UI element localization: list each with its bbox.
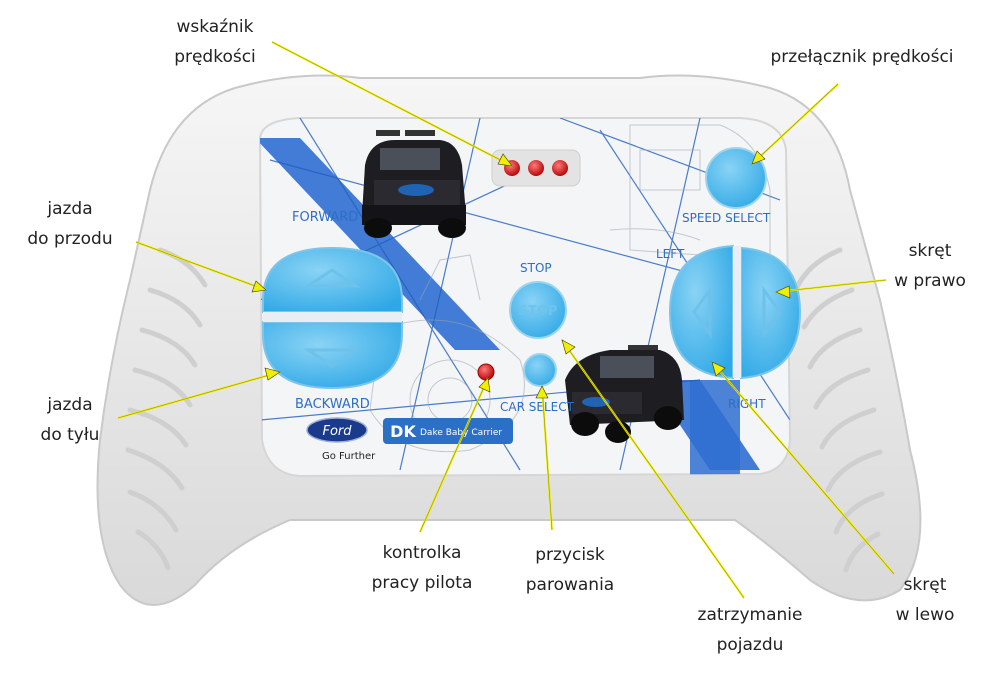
forward-arrow-icon bbox=[303, 268, 361, 288]
stop-button-label: STOP bbox=[519, 304, 558, 319]
speed-select-label: SPEED SELECT bbox=[682, 211, 771, 225]
right-grip-ridges bbox=[794, 247, 885, 573]
callout-backward: jazda do tyłu bbox=[40, 395, 100, 445]
svg-text:Ford: Ford bbox=[322, 424, 352, 439]
left-label: LEFT bbox=[656, 247, 685, 261]
forward-label: FORWARD bbox=[292, 210, 358, 225]
stop-button[interactable] bbox=[509, 281, 567, 339]
remote-status-led bbox=[477, 363, 495, 381]
callout-arrowheads bbox=[251, 150, 791, 399]
callout-turn-right: skręt w prawo bbox=[894, 241, 966, 291]
callout-speed-switch: przełącznik prędkości bbox=[770, 47, 954, 67]
dk-logo: DK Dake Baby Carrier bbox=[383, 418, 513, 444]
dk-name: Dake Baby Carrier bbox=[420, 428, 502, 438]
callout-remote-status-led: kontrolka pracy pilota bbox=[371, 543, 473, 593]
callout-stop-vehicle: zatrzymanie pojazdu bbox=[697, 605, 803, 655]
stop-label: STOP bbox=[520, 261, 552, 275]
left-arrow-icon bbox=[692, 285, 712, 339]
car-select-label: CAR SELECT bbox=[500, 400, 575, 414]
speed-select-button[interactable] bbox=[705, 147, 767, 209]
backward-arrow-icon bbox=[303, 348, 361, 368]
callout-turn-left: skręt w lewo bbox=[895, 575, 955, 625]
callout-lines-outline bbox=[117, 41, 895, 599]
panel-artwork bbox=[260, 118, 790, 476]
right-arrow-icon bbox=[762, 285, 782, 339]
ford-tagline: Go Further bbox=[322, 451, 376, 462]
callout-pairing-button: przycisk parowania bbox=[525, 545, 615, 595]
speed-led-2 bbox=[528, 160, 544, 176]
speed-led-3 bbox=[552, 160, 568, 176]
ford-logo: Ford bbox=[306, 417, 368, 443]
forward-backward-rocker[interactable] bbox=[262, 246, 403, 390]
left-grip-ridges bbox=[125, 247, 208, 571]
svg-text:DK: DK bbox=[390, 422, 416, 441]
truck-image-top bbox=[362, 130, 466, 238]
callout-speed-indicator: wskaźnik prędkości bbox=[174, 17, 256, 67]
backward-label: BACKWARD bbox=[295, 397, 370, 412]
left-right-rocker[interactable] bbox=[668, 244, 802, 380]
pairing-button[interactable] bbox=[523, 353, 557, 387]
callout-forward: jazda do przodu bbox=[27, 199, 113, 249]
